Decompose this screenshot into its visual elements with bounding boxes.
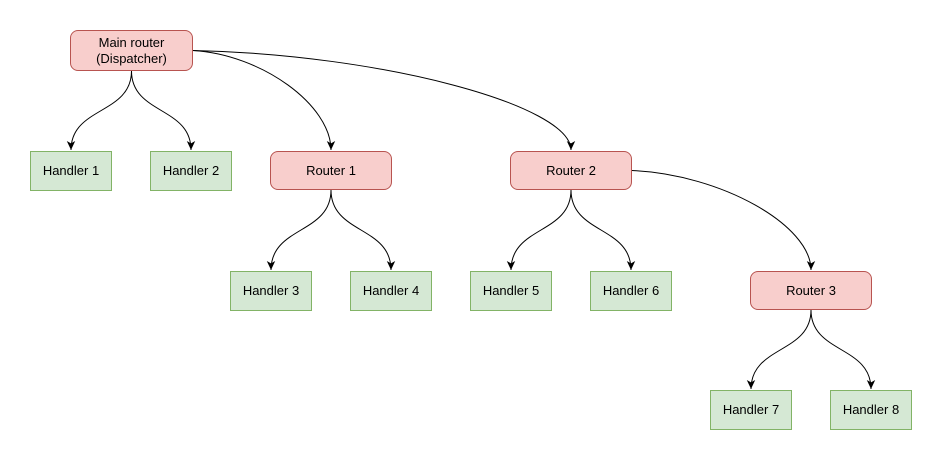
node-router-3: Router 3: [750, 271, 872, 310]
node-main-router: Main router (Dispatcher): [70, 30, 193, 71]
node-handler-1: Handler 1: [30, 151, 112, 191]
node-handler-3: Handler 3: [230, 271, 312, 311]
node-router-2: Router 2: [510, 151, 632, 190]
node-handler-8: Handler 8: [830, 390, 912, 430]
node-handler-5: Handler 5: [470, 271, 552, 311]
node-handler-4: Handler 4: [350, 271, 432, 311]
node-handler-6: Handler 6: [590, 271, 672, 311]
node-handler-2: Handler 2: [150, 151, 232, 191]
node-router-1: Router 1: [270, 151, 392, 190]
node-handler-7: Handler 7: [710, 390, 792, 430]
